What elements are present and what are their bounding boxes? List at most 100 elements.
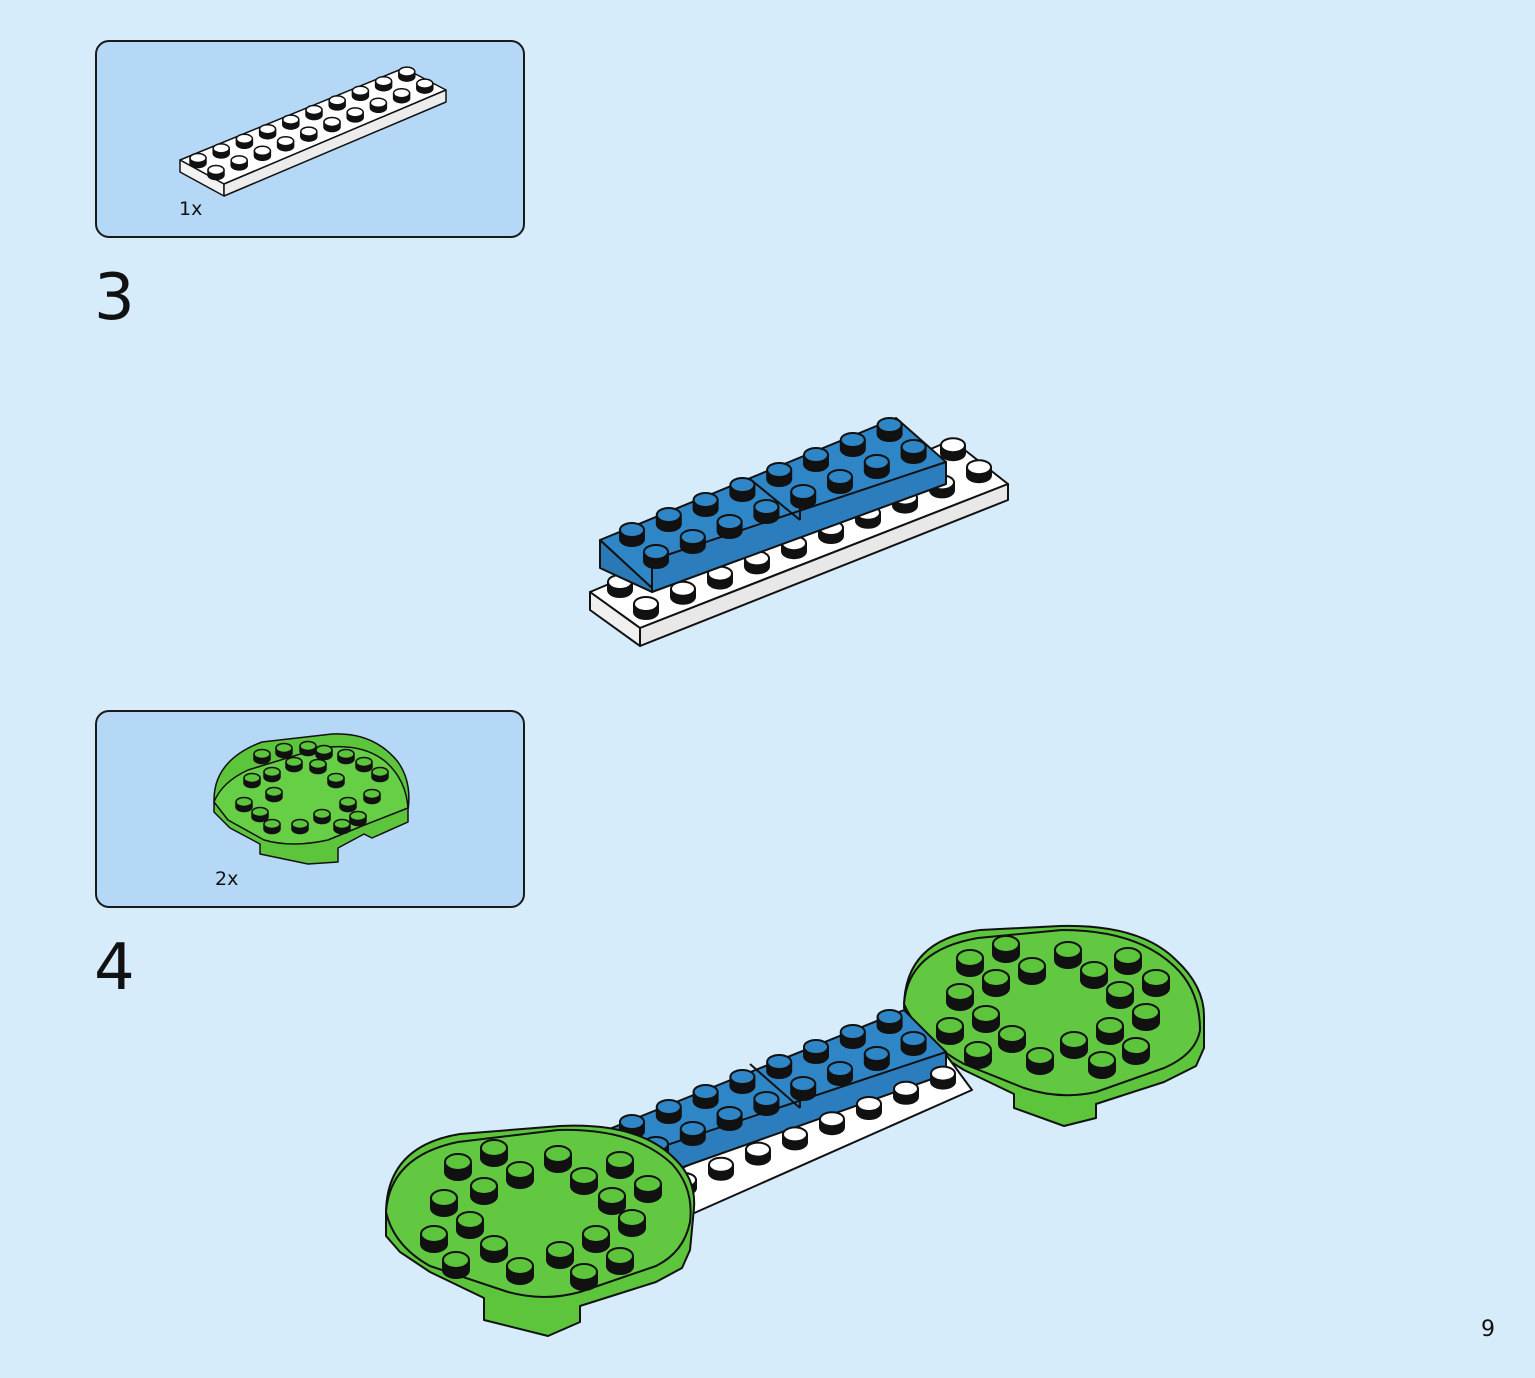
stud-top — [1018, 957, 1046, 975]
stud-top — [679, 529, 706, 545]
page-number: 9 — [1481, 1317, 1495, 1342]
stud-top — [285, 756, 303, 768]
stud-top — [863, 454, 890, 470]
stud-top — [692, 1084, 719, 1100]
stud-top — [790, 1076, 817, 1092]
stud-top — [374, 75, 393, 87]
stud-top — [729, 477, 756, 493]
stud-top — [1106, 981, 1134, 999]
stud-top — [346, 107, 364, 118]
stud-top — [619, 522, 645, 538]
stud-top — [692, 492, 719, 508]
stud-top — [900, 1031, 927, 1047]
stud-top — [339, 796, 357, 808]
stud-top — [606, 1151, 634, 1169]
stud-top — [263, 818, 281, 830]
stud-top — [1026, 1047, 1054, 1065]
stud-top — [212, 143, 230, 154]
stud-top — [655, 507, 682, 523]
stud-top — [506, 1257, 534, 1275]
stud-top — [570, 1263, 598, 1281]
stud-top — [827, 469, 853, 485]
stud-top — [876, 1009, 903, 1025]
stud-top — [363, 788, 381, 800]
step-4-parts-callout: 2x — [95, 710, 525, 908]
stud-top — [369, 97, 388, 109]
stud-top — [275, 742, 293, 754]
stud-top — [655, 1099, 682, 1115]
stud-top — [323, 116, 341, 128]
stud-top — [392, 87, 411, 99]
stud-top — [265, 786, 283, 798]
stud-top — [1054, 941, 1082, 959]
stud-top — [679, 1121, 706, 1137]
stud-top — [480, 1139, 508, 1157]
stud-top — [819, 1111, 845, 1128]
stud-top — [276, 135, 295, 147]
stud-top — [189, 152, 207, 164]
white-plate-part-icon — [179, 66, 447, 197]
stud-top — [982, 969, 1010, 987]
stud-top — [300, 126, 318, 137]
stud-top — [430, 1189, 458, 1207]
stud-top — [327, 772, 345, 784]
stud-top — [893, 1080, 919, 1097]
stud-top — [253, 748, 271, 760]
stud-top — [753, 1091, 780, 1107]
stud-top — [291, 818, 309, 830]
stud-top — [964, 1041, 992, 1059]
stud-top — [827, 1061, 853, 1077]
stud-top — [456, 1211, 484, 1229]
green-round-plate-part-icon — [213, 733, 410, 865]
stud-top — [716, 514, 743, 530]
stud-top — [633, 596, 659, 612]
stud-top — [235, 133, 254, 145]
stud-top — [839, 432, 866, 448]
stud-top — [337, 748, 355, 760]
stud-top — [351, 85, 370, 97]
stud-top — [670, 580, 696, 597]
stud-top — [315, 744, 333, 756]
stud-top — [416, 78, 434, 89]
stud-top — [263, 766, 281, 778]
stud-top — [299, 740, 317, 752]
step-3-parts-callout: 1x — [95, 40, 525, 238]
stud-top — [729, 1069, 756, 1085]
stud-top — [251, 806, 269, 818]
stud-top — [972, 1005, 1000, 1023]
stud-top — [992, 935, 1020, 953]
step-number: 4 — [94, 931, 135, 1005]
stud-top — [956, 949, 984, 967]
stud-top — [708, 1156, 734, 1173]
stud-top — [333, 818, 351, 830]
stud-top — [582, 1225, 610, 1243]
stud-top — [1132, 1003, 1160, 1021]
stud-top — [1114, 947, 1142, 965]
stud-top — [282, 114, 300, 125]
stud-top — [753, 499, 780, 515]
stud-top — [258, 123, 277, 135]
stud-top — [506, 1161, 534, 1179]
stud-top — [940, 437, 966, 454]
stud-top — [305, 104, 323, 116]
stud-top — [790, 484, 817, 500]
stud-top — [398, 66, 416, 77]
stud-top — [766, 462, 793, 478]
stud-top — [349, 810, 367, 822]
stud-top — [313, 808, 331, 820]
stud-top — [803, 1039, 829, 1055]
stud-top — [863, 1046, 890, 1062]
stud-top — [876, 417, 903, 433]
stud-top — [936, 1017, 964, 1035]
stud-top — [570, 1167, 598, 1185]
stud-top — [946, 983, 974, 1001]
stud-top — [544, 1145, 572, 1163]
stud-top — [1096, 1017, 1124, 1035]
stud-top — [328, 95, 346, 106]
part-quantity: 2x — [215, 868, 239, 890]
stud-top — [371, 766, 389, 778]
stud-top — [766, 1054, 793, 1070]
stud-top — [235, 796, 253, 808]
stud-top — [253, 145, 272, 157]
stud-top — [856, 1096, 882, 1112]
